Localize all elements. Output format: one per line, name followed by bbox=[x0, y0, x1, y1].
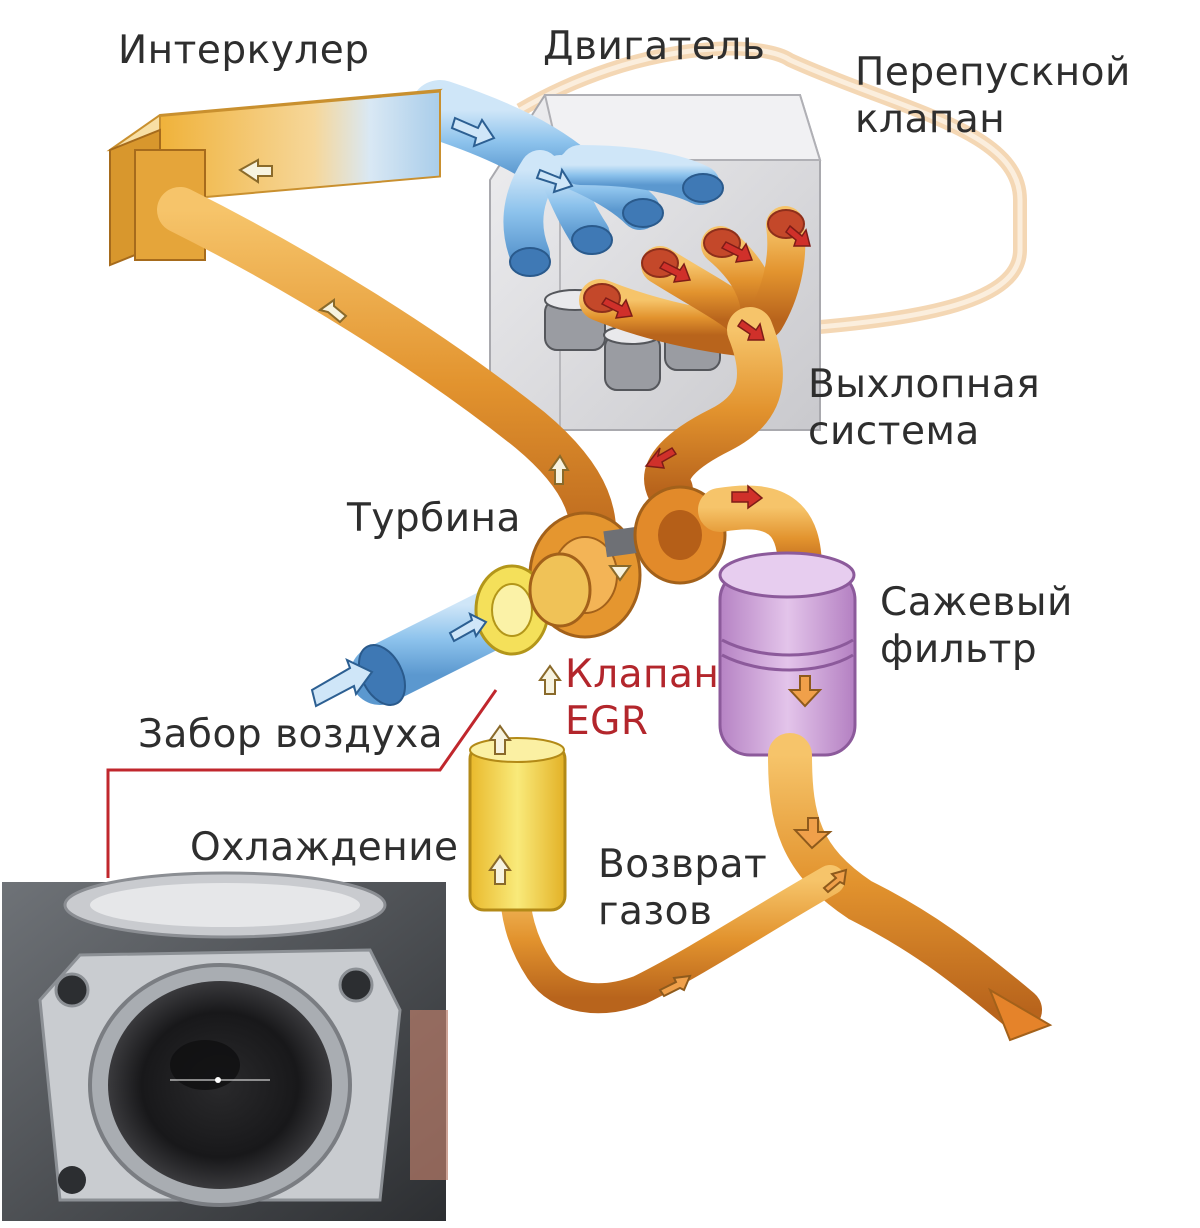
label-exhaust-system: Выхлопная система bbox=[808, 362, 1041, 454]
label-soot-filter: Сажевый фильтр bbox=[880, 580, 1073, 672]
flow-arrow-icon bbox=[310, 116, 574, 708]
label-gas-return: Возврат газов bbox=[598, 842, 768, 934]
flow-arrow-icon bbox=[658, 675, 848, 998]
label-bypass-valve: Перепускной клапан bbox=[855, 50, 1131, 142]
label-intercooler: Интеркулер bbox=[118, 28, 370, 73]
label-turbine: Турбина bbox=[347, 496, 521, 541]
egr-valve-photo bbox=[0, 871, 450, 1225]
label-egr-valve: Клапан EGR bbox=[565, 652, 720, 744]
label-air-intake: Забор воздуха bbox=[138, 712, 444, 757]
flow-arrow-icon bbox=[600, 224, 811, 510]
label-engine: Двигатель bbox=[543, 24, 766, 69]
flow-arrow-icon bbox=[238, 158, 632, 885]
label-cooling: Охлаждение bbox=[190, 825, 459, 870]
egr-cooler bbox=[468, 737, 567, 912]
intake-manifold bbox=[410, 80, 724, 277]
intercooler bbox=[106, 88, 443, 267]
soot-filter bbox=[718, 551, 857, 757]
